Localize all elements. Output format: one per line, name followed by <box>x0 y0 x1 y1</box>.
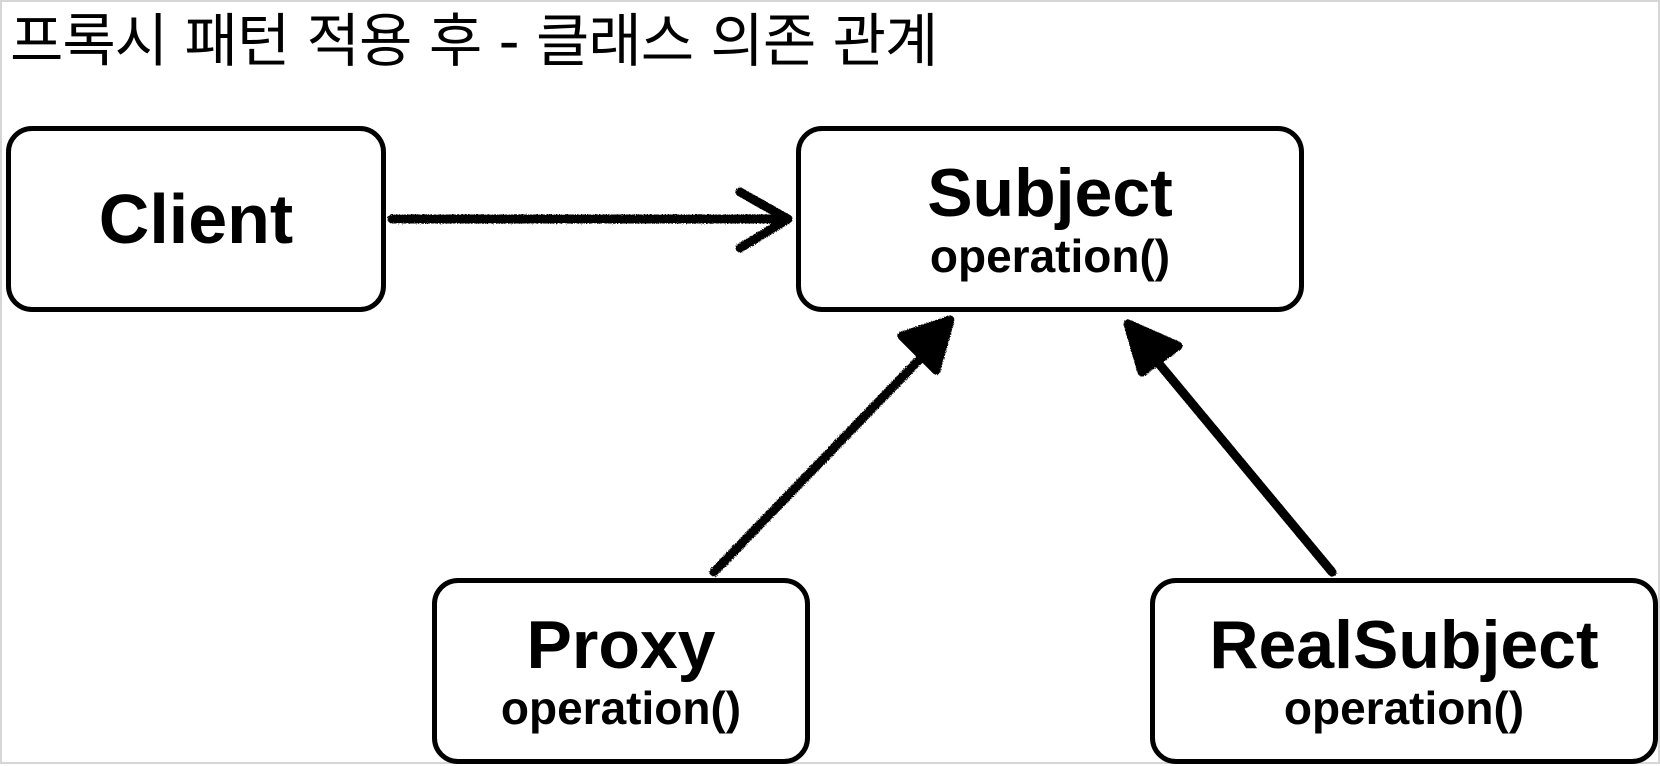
subject-operation: operation() <box>929 230 1171 282</box>
realsubject-class-box: RealSubject operation() <box>1150 578 1658 764</box>
proxy-operation: operation() <box>500 682 742 734</box>
client-class-name: Client <box>98 180 294 258</box>
subject-class-name: Subject <box>927 155 1173 231</box>
arrow-client-to-subject <box>387 187 793 253</box>
arrow-realsubject-to-subject <box>1123 319 1337 577</box>
realsubject-class-name: RealSubject <box>1209 607 1599 683</box>
realsubject-operation: operation() <box>1283 682 1525 734</box>
diagram-title: 프록시 패턴 적용 후 - 클래스 의존 관계 <box>10 7 938 75</box>
arrow-proxy-to-subject <box>709 315 955 577</box>
client-class-box: Client <box>6 126 386 312</box>
proxy-class-name: Proxy <box>526 607 716 683</box>
subject-class-box: Subject operation() <box>796 126 1304 312</box>
proxy-class-box: Proxy operation() <box>432 578 810 764</box>
